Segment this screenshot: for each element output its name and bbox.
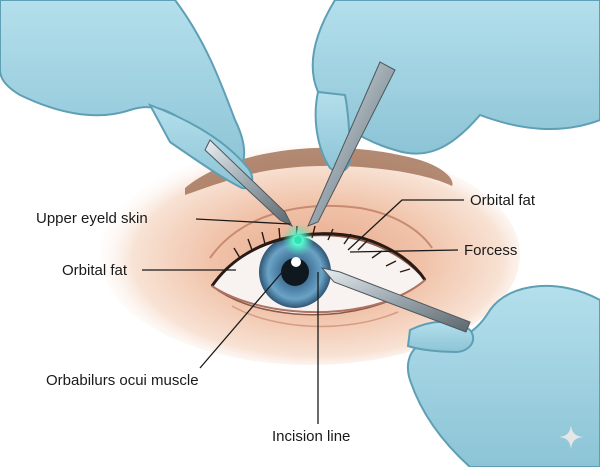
- lower-lid: [211, 279, 426, 314]
- upper-lid-edge: [210, 232, 427, 287]
- forceps-top-right: [307, 61, 396, 227]
- instrument-bottom-right: [320, 267, 471, 333]
- incision-point: [294, 236, 302, 244]
- label-orbicularis-muscle: Orbabilurs ocui muscle: [46, 372, 199, 389]
- sparkle-icon: [559, 425, 583, 449]
- lower-lid-crease: [231, 305, 399, 328]
- label-forceps: Forcess: [464, 242, 518, 259]
- leader-orbicularis: [199, 269, 285, 369]
- label-upper-eyelid-skin: Upper eyeld skin: [36, 210, 148, 227]
- glove-hand-top-right: [311, 0, 600, 155]
- eyelashes: [233, 225, 411, 273]
- eye-highlight: [291, 257, 301, 267]
- eyebrow: [185, 147, 453, 195]
- leader-lines: [142, 199, 464, 424]
- leader-orbital-fat-right: [347, 199, 464, 251]
- upper-lid-crease: [209, 204, 433, 259]
- label-orbital-fat-left: Orbital fat: [62, 262, 128, 279]
- pupil: [281, 258, 309, 286]
- leader-forceps: [349, 249, 459, 253]
- leader-upper-eyelid: [195, 218, 291, 225]
- label-incision-line: Incision line: [272, 428, 351, 445]
- label-orbital-fat-right: Orbital fat: [470, 192, 536, 209]
- scalpel-top-left: [204, 139, 294, 228]
